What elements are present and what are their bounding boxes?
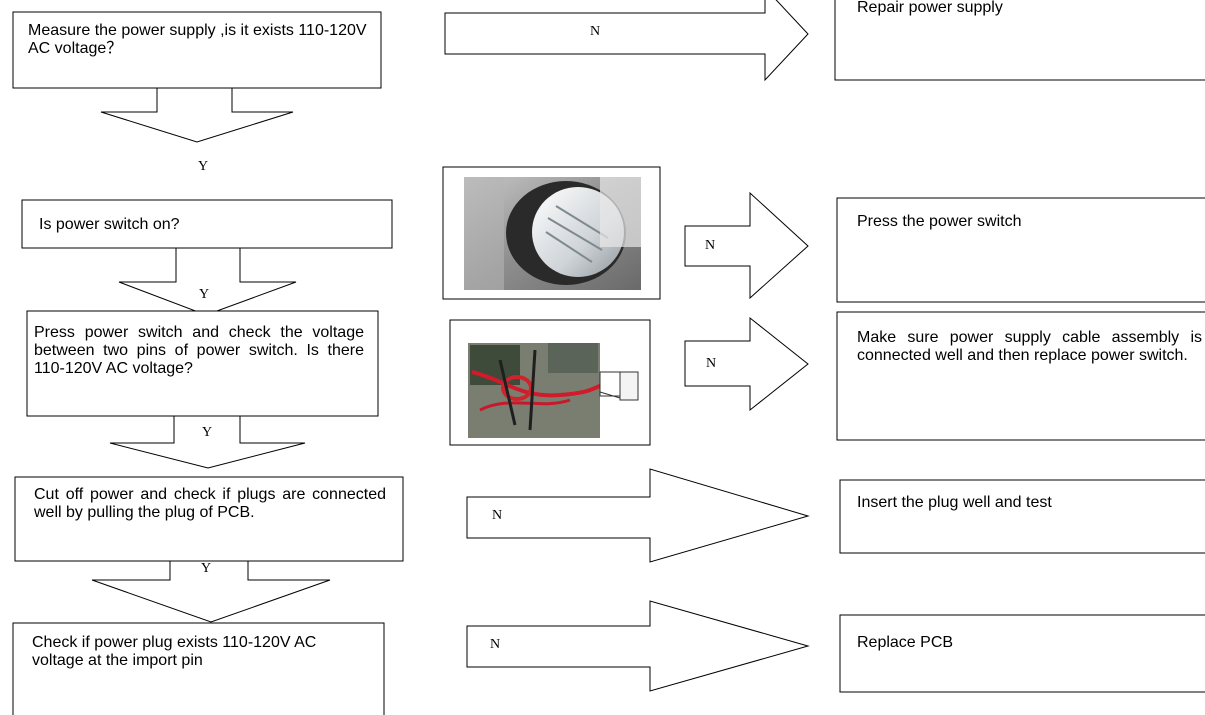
action-4-text: Insert the plug well and test [857, 494, 1052, 511]
step-2-box [21, 199, 393, 249]
action-3-text: Make sure power supply cable assembly is… [857, 329, 1202, 364]
no-arrow-2 [684, 191, 809, 300]
yes-arrow-3 [109, 415, 306, 469]
step-5-box [12, 622, 385, 715]
no-label-4: N [492, 508, 503, 523]
yes-arrow-2 [118, 247, 297, 316]
action-2-text: Press the power switch [857, 213, 1022, 230]
yes-label-3: Y [202, 425, 213, 440]
step-3-box [26, 310, 379, 417]
no-arrow-3 [684, 316, 809, 412]
action-box-2 [836, 197, 1205, 303]
no-arrow-4 [466, 468, 810, 563]
step-3-text: Press power switch and check the voltage… [34, 324, 364, 377]
step-4-box [14, 476, 404, 562]
step-1-text: Measure the power supply ,is it exists 1… [28, 22, 367, 57]
power-switch-photo [464, 177, 641, 290]
no-label-3: N [706, 356, 717, 371]
yes-arrow-4 [91, 560, 331, 623]
step-1-box [12, 11, 382, 89]
step-2-text: Is power switch on? [39, 216, 180, 233]
wiring-measurement-photo [468, 343, 639, 438]
yes-label-4: Y [201, 561, 212, 576]
action-box-1 [834, 0, 1205, 81]
no-label-1: N [590, 24, 601, 39]
step-5-text: Check if power plug exists 110-120V AC v… [32, 634, 317, 669]
action-box-3 [836, 311, 1205, 441]
no-arrow-5 [466, 600, 810, 692]
step-4-text: Cut off power and check if plugs are con… [34, 486, 386, 521]
yes-arrow-1 [100, 87, 294, 143]
action-box-4 [839, 479, 1205, 554]
no-label-5: N [490, 637, 501, 652]
no-label-2: N [705, 238, 716, 253]
action-5-text: Replace PCB [857, 634, 954, 651]
action-box-5 [839, 614, 1205, 693]
yes-label-1: Y [198, 159, 209, 174]
no-arrow-1 [444, 0, 809, 82]
yes-label-2: Y [199, 287, 210, 302]
action-1-text: Repair power supply [857, 0, 1003, 16]
